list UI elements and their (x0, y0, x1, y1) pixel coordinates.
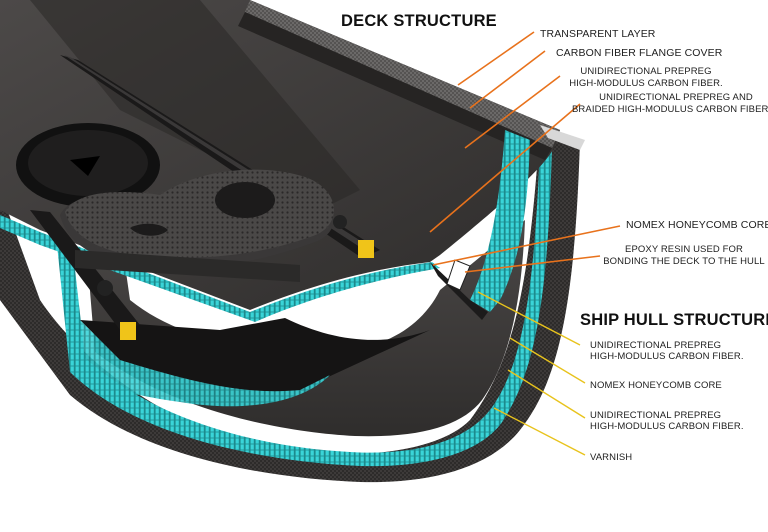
label-deck-honeycomb: NOMEX HONEYCOMB CORE (626, 219, 768, 232)
label-deck-braided-2: BRAIDED HIGH-MODULUS CARBON FIBER. (572, 104, 764, 116)
label-epoxy-2: BONDING THE DECK TO THE HULL (598, 256, 768, 268)
deck-structure-title: DECK STRUCTURE (341, 12, 497, 31)
label-epoxy-1: EPOXY RESIN USED FOR (598, 244, 768, 256)
label-hull-prepreg-outer-2: HIGH-MODULUS CARBON FIBER. (590, 421, 744, 433)
label-transparent-layer: TRANSPARENT LAYER (540, 28, 655, 41)
label-deck-prepreg-2: HIGH-MODULUS CARBON FIBER. (566, 78, 726, 90)
arrow-flange-cover (470, 51, 545, 108)
rail-stop-left (120, 322, 136, 340)
arrow-transparent-layer (458, 32, 534, 85)
hull-structure-title: SHIP HULL STRUCTURE (580, 311, 768, 330)
label-hull-prepreg-inner-2: HIGH-MODULUS CARBON FIBER. (590, 351, 744, 363)
rail-stop-right (358, 240, 374, 258)
label-deck-prepreg-1: UNIDIRECTIONAL PREPREG (566, 66, 726, 78)
label-varnish: VARNISH (590, 452, 632, 464)
label-flange-cover: CARBON FIBER FLANGE COVER (556, 47, 722, 60)
label-hull-honeycomb: NOMEX HONEYCOMB CORE (590, 380, 722, 392)
label-deck-braided-1: UNIDIRECTIONAL PREPREG AND (586, 92, 766, 104)
